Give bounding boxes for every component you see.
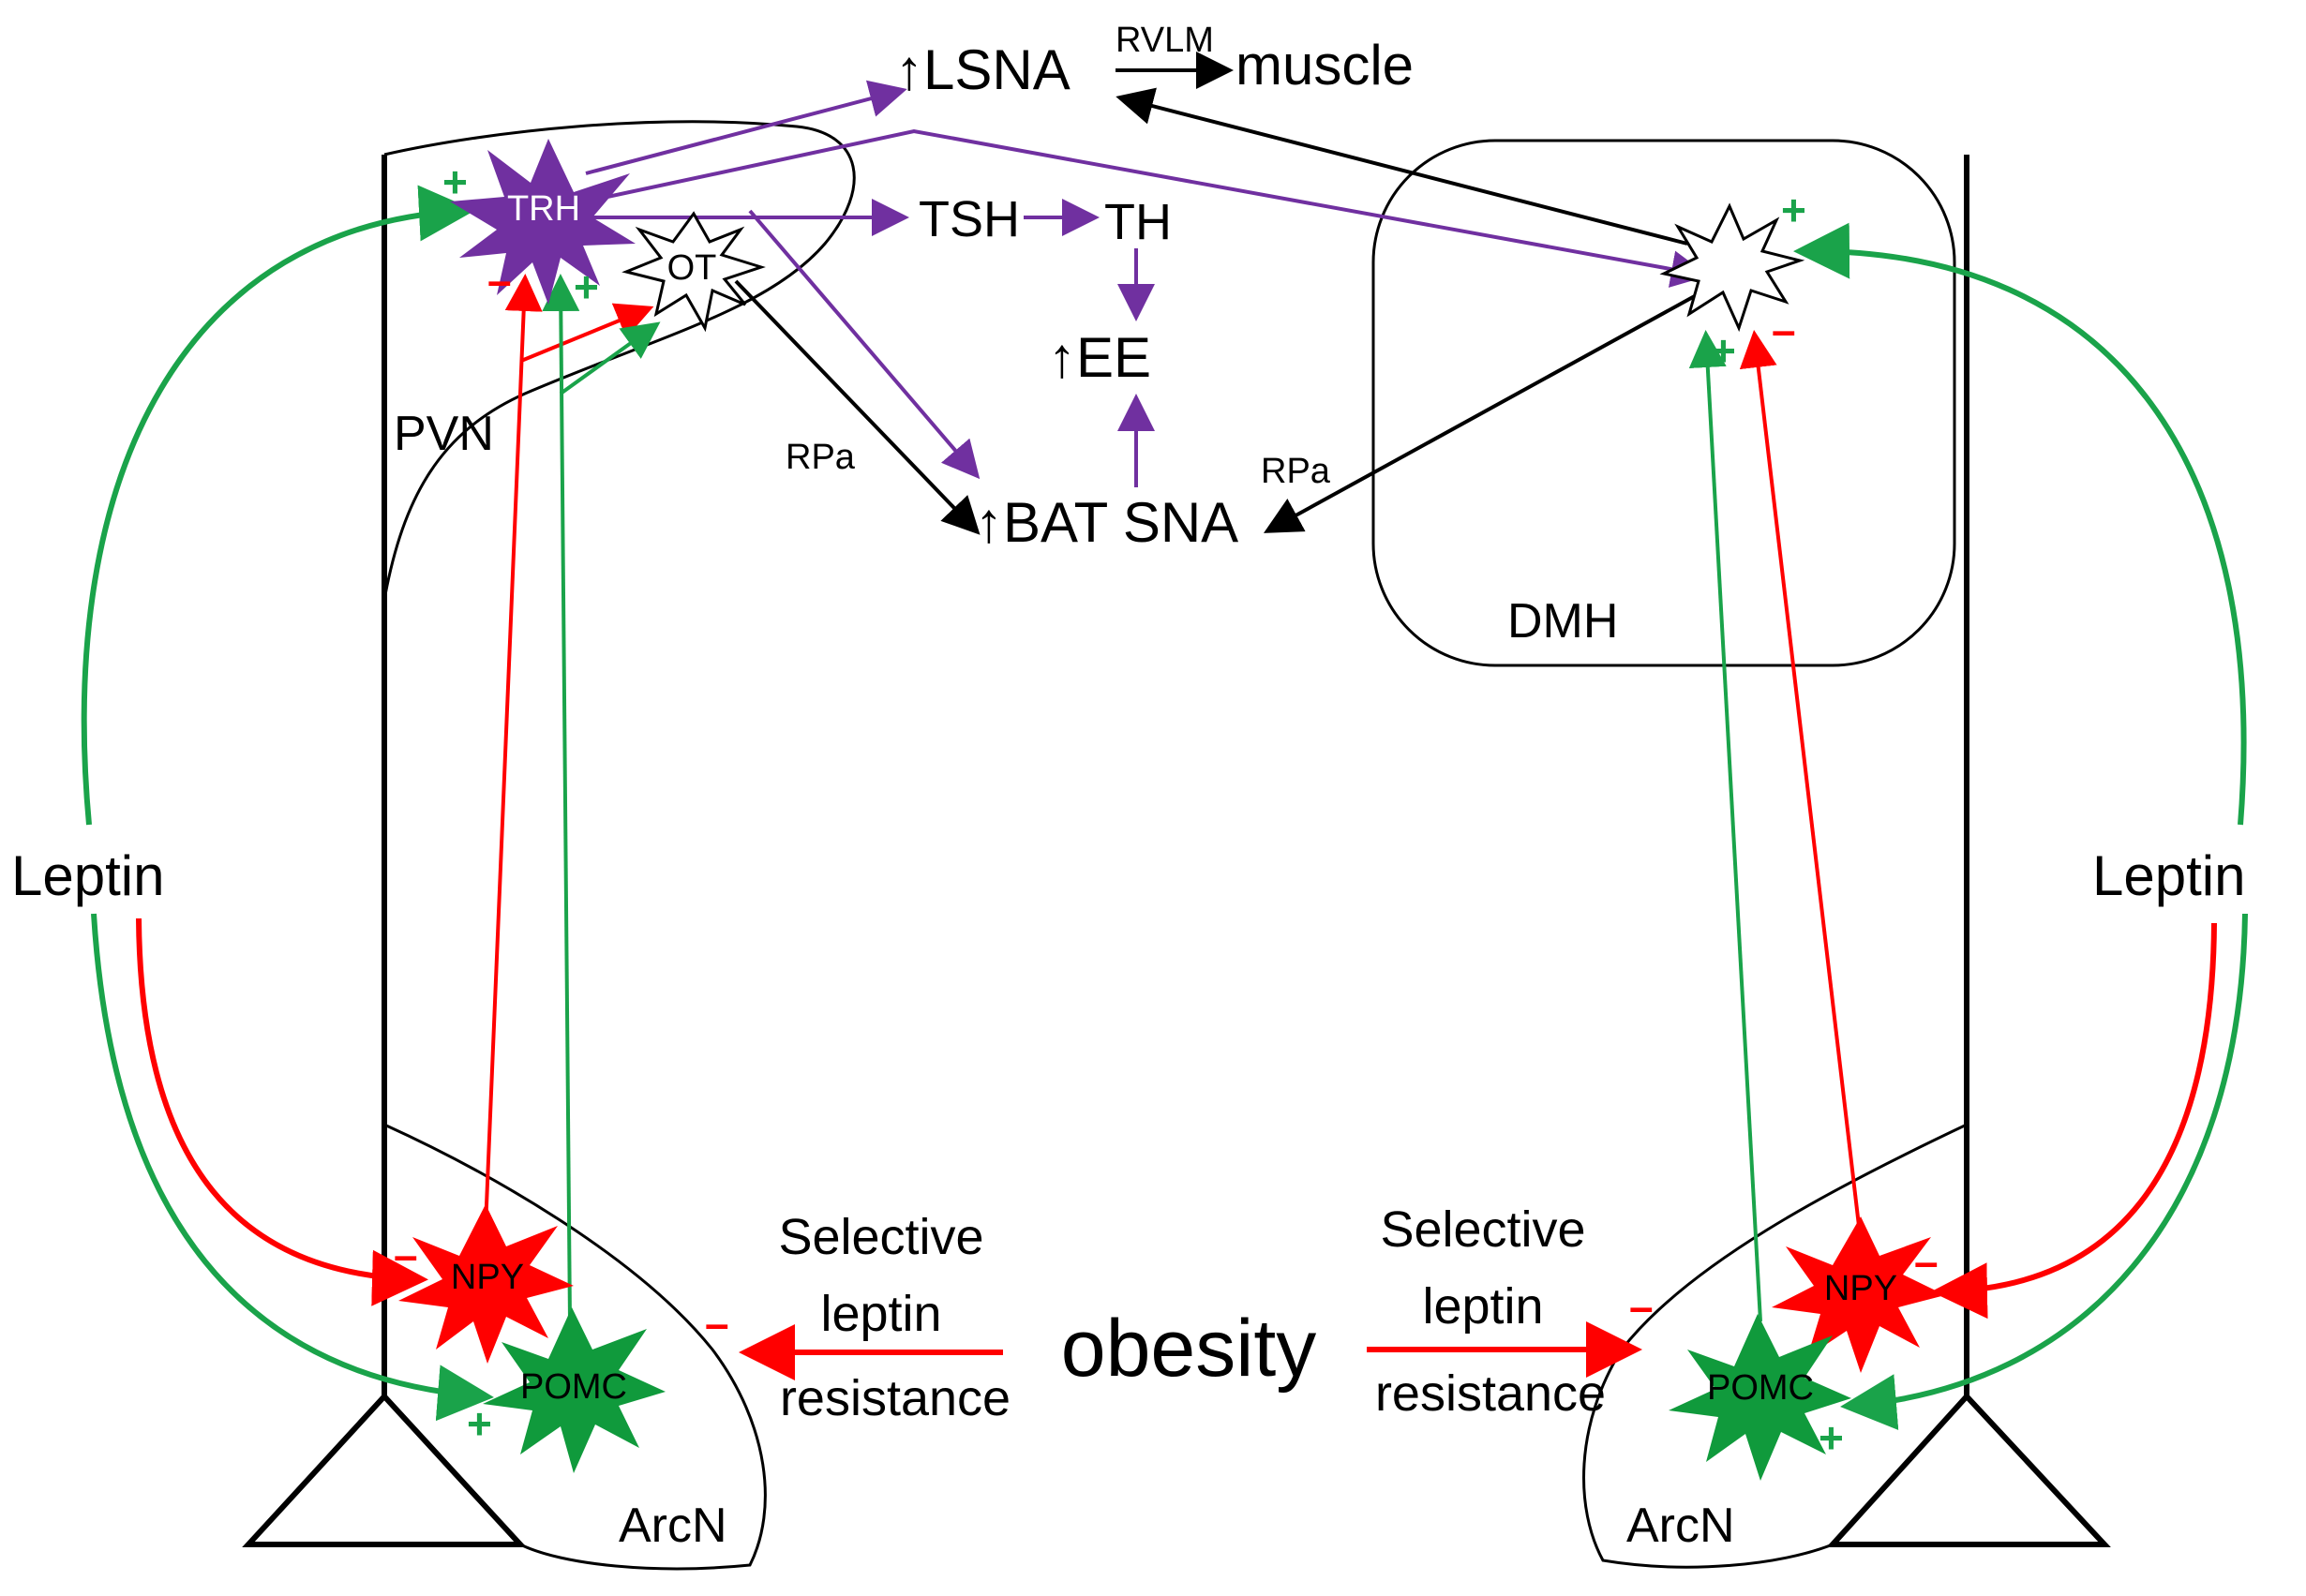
- rpa-left-label: RPa: [786, 438, 856, 477]
- leptin-right-arrows: [1793, 222, 2248, 1430]
- ot-cell: [621, 211, 766, 333]
- plus-sign-ot: +: [574, 262, 599, 311]
- minus-sign-npy-left: –: [394, 1231, 418, 1279]
- tsh-label: TSH: [919, 191, 1020, 247]
- slr-left-line3: resistance: [780, 1370, 1011, 1426]
- minus-sign-dmh: –: [1772, 306, 1796, 354]
- rvlm-label: RVLM: [1116, 21, 1214, 60]
- minus-sign-npy-right: –: [1914, 1237, 1939, 1286]
- npy-right-label: NPY: [1824, 1269, 1897, 1308]
- obesity-arrows: [739, 1321, 1642, 1380]
- rpa-right-label: RPa: [1261, 452, 1331, 491]
- bat-sna-label: ↑BAT SNA: [975, 491, 1238, 554]
- plus-sign-dmh-top: +: [1781, 186, 1806, 234]
- pomc-left-label: POMC: [520, 1367, 627, 1407]
- trh-projections: [585, 80, 1709, 487]
- arcn-left-label: ArcN: [619, 1499, 727, 1553]
- trh-label: TRH: [507, 189, 580, 229]
- leptin-right-label: Leptin: [2092, 844, 2245, 907]
- arcn-right-label: ArcN: [1626, 1499, 1735, 1553]
- ot-label: OT: [667, 248, 717, 288]
- slr-right-line2: leptin: [1422, 1278, 1543, 1335]
- dmh-label: DMH: [1507, 594, 1618, 649]
- slr-right-line3: resistance: [1375, 1365, 1606, 1422]
- npy-left-label: NPY: [451, 1258, 524, 1297]
- pvn-label: PVN: [394, 407, 494, 461]
- muscle-label: muscle: [1235, 34, 1414, 97]
- plus-sign-trh: +: [442, 157, 468, 206]
- right-arcn-projections: [1688, 330, 1863, 1322]
- pomc-left-cell: [483, 1307, 666, 1473]
- minus-sign-obesity-right: –: [1629, 1282, 1654, 1331]
- left-arcn-projections: [484, 274, 661, 1322]
- slr-right-line1: Selective: [1380, 1201, 1585, 1258]
- right-brain-structure: [1371, 139, 2111, 1569]
- minus-sign-obesity-left: –: [705, 1299, 729, 1348]
- dmh-region: [1371, 139, 1956, 667]
- plus-sign-pomc-right: +: [1819, 1413, 1844, 1462]
- npy-left-cell: [398, 1204, 574, 1364]
- slr-left-line1: Selective: [778, 1209, 983, 1265]
- npy-right-cell: [1772, 1216, 1945, 1373]
- ee-label: ↑EE: [1048, 326, 1151, 389]
- trh-cell: [450, 139, 636, 305]
- plus-sign-pomc-left: +: [467, 1399, 492, 1448]
- obesity-label: obesity: [1061, 1304, 1317, 1394]
- pvn-region: [382, 120, 856, 601]
- pomc-right-cell: [1669, 1314, 1851, 1481]
- slr-left-line2: leptin: [820, 1286, 941, 1342]
- leptin-left-arrows: [81, 185, 494, 1422]
- dmh-cell: [1659, 202, 1805, 333]
- black-projections: [734, 52, 1702, 535]
- lsna-label: ↑LSNA: [895, 38, 1071, 101]
- minus-sign-trh: –: [487, 256, 512, 305]
- pomc-right-label: POMC: [1707, 1368, 1814, 1408]
- left-brain-structure: [242, 120, 856, 1571]
- leptin-left-label: Leptin: [11, 844, 164, 907]
- th-label: TH: [1104, 194, 1172, 250]
- arcn-region-left: [383, 1123, 767, 1571]
- arcn-region-right: [1582, 1123, 1968, 1569]
- plus-sign-dmh-bottom: +: [1711, 326, 1736, 375]
